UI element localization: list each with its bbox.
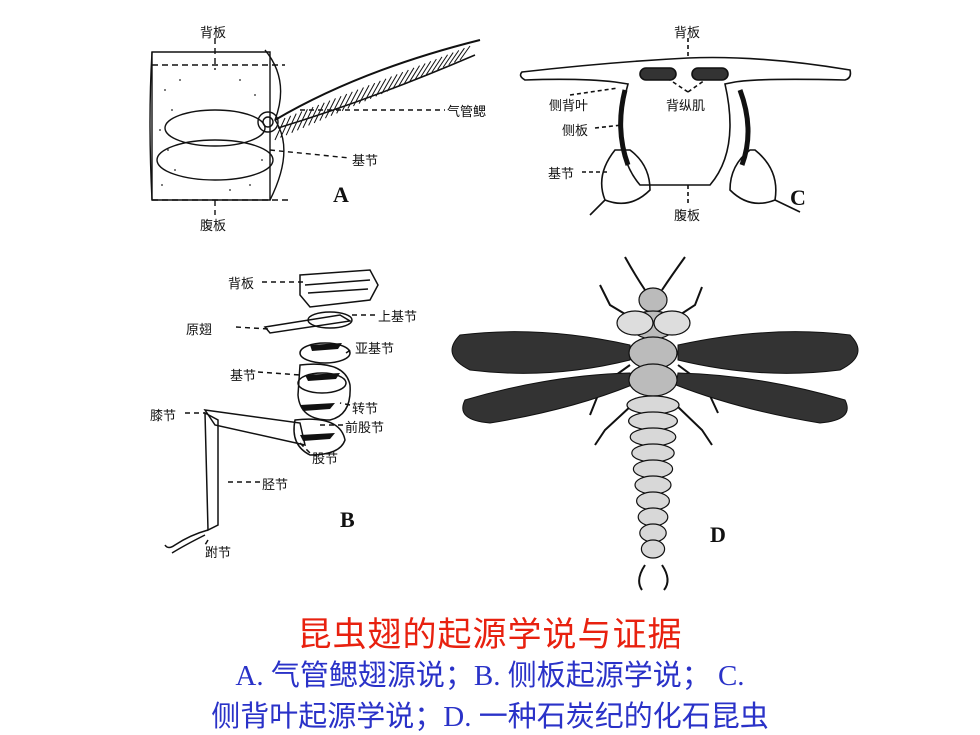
label-coxa-a: 基节 — [352, 154, 379, 169]
panel-d-letter: D — [710, 522, 726, 547]
label-tergum-b: 背板 — [228, 277, 255, 292]
label-knee-b: 膝节 — [150, 409, 177, 424]
panel-d-fossil-insect: D — [440, 245, 880, 595]
label-femur-b: 股节 — [312, 452, 339, 467]
panel-a-drawing — [149, 38, 481, 215]
label-tergum-c: 背板 — [674, 26, 701, 41]
label-coxa-c: 基节 — [548, 167, 575, 182]
caption-line-2: 侧背叶起源学说；D. 一种石炭纪的化石昆虫 — [211, 701, 769, 733]
label-trochanter-b: 转节 — [352, 402, 379, 417]
panel-c-paranotal-theory: 背板 侧背叶 背纵肌 侧板 基节 腹板 C — [500, 0, 980, 245]
label-protowing-b: 原翅 — [186, 323, 213, 338]
label-tarsus-b: 跗节 — [205, 546, 232, 561]
panel-b-pleural-theory: 背板 原翅 上基节 亚基节 基节 转节 膝节 前股节 股节 胫节 跗节 B — [0, 245, 440, 575]
label-paranotum-c: 侧背叶 — [549, 99, 589, 114]
label-subcoxa-b: 亚基节 — [355, 342, 395, 357]
panel-c-letter: C — [790, 185, 806, 210]
label-sternum-a: 腹板 — [200, 219, 227, 234]
caption-line-1: A. 气管鳃翅源说；B. 侧板起源学说； C. — [235, 660, 745, 692]
label-tibia-b: 胫节 — [262, 478, 289, 493]
panel-b-drawing — [164, 269, 379, 554]
panel-b-letter: B — [340, 507, 355, 532]
label-coxa-b: 基节 — [230, 369, 257, 384]
label-gill-a: 气管鳃 — [447, 105, 487, 120]
panel-a-letter: A — [333, 182, 349, 207]
label-epicoxa-b: 上基节 — [378, 310, 418, 325]
slide-title: 昆虫翅的起源学说与证据 — [297, 615, 683, 655]
label-dorsal-muscle-c: 背纵肌 — [666, 99, 706, 114]
panel-a-gill-theory: 背板 气管鳃 基节 腹板 A — [0, 0, 500, 245]
label-pleuron-c: 侧板 — [562, 124, 589, 139]
label-tergum-a: 背板 — [200, 26, 227, 41]
panel-d-drawing — [451, 256, 859, 591]
label-prefemur-b: 前股节 — [345, 421, 385, 436]
label-sternum-c: 腹板 — [674, 209, 701, 224]
panel-c-drawing — [519, 38, 852, 216]
